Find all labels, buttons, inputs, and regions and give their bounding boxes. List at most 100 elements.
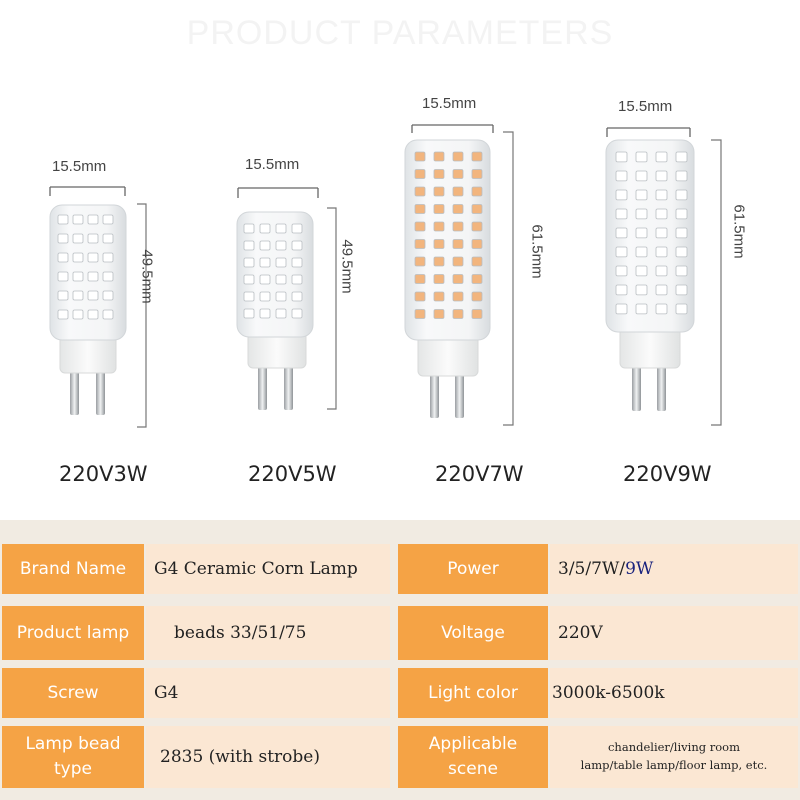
led-chip [635,265,648,277]
led-chip [414,204,426,214]
light-color-value: 3000k-6500k [550,668,798,718]
power-value-max: 9W [625,559,654,579]
led-chip [452,151,464,162]
brand-name-value: G4 Ceramic Corn Lamp [146,544,390,594]
led-chip [635,303,648,315]
screw-label: Screw [2,668,144,718]
led-chip [414,186,426,197]
power-value: 3/5/7W/9W [550,544,798,594]
led-chip [275,223,287,234]
bead-type-label: Lamp bead type [2,726,144,788]
led-chip [675,151,688,163]
led-chip [635,189,648,201]
led-chip [615,227,628,239]
led-chip [635,170,648,182]
led-chip [655,189,668,201]
led-chip [57,214,69,225]
led-chip [675,227,688,239]
led-chip [471,274,483,284]
lamp-7w-height: 61.5mm [528,224,546,279]
lamp-5w-height: 49.5mm [338,239,356,294]
led-chip [243,240,255,251]
led-chip [291,274,303,285]
led-chip [471,256,483,267]
lamp-3w-width: 15.5mm [52,158,107,175]
led-chip [635,227,648,239]
led-chip [635,151,648,163]
led-chip [675,246,688,258]
led-chip [615,284,628,296]
led-chip [471,151,483,162]
led-chip [102,309,114,320]
led-chip [259,308,271,319]
power-value-main: 3/5/7W/ [558,559,626,579]
led-chip [433,151,445,162]
led-chip [433,256,445,267]
led-chip [471,204,483,214]
led-chip [291,308,303,319]
led-chip [433,169,445,179]
led-chip [615,189,628,201]
led-chip [433,204,445,214]
led-chip [655,151,668,163]
screw-value: G4 [146,668,390,718]
led-chip [452,239,464,249]
led-chip [635,284,648,296]
led-chip [87,309,99,320]
led-chip [72,233,84,244]
led-chip [102,271,114,282]
led-chip [72,271,84,282]
led-chip [243,257,255,268]
applicable-scene-label: Applicable scene [398,726,548,788]
led-chip [87,214,99,225]
led-chip [655,303,668,315]
led-chip [414,274,426,284]
led-chip [452,204,464,214]
led-chip [655,227,668,239]
led-chip [452,186,464,197]
voltage-value: 220V [550,606,798,660]
lamp-3w-label: 220V3W [59,462,148,486]
led-chip [291,257,303,268]
led-chip [259,291,271,302]
light-color-label: Light color [398,668,548,718]
lamp-9w-label: 220V9W [623,462,712,486]
led-grid-3w [57,214,114,320]
led-chip [57,290,69,301]
led-chip [452,256,464,267]
led-chip [433,309,445,319]
led-chip [414,291,426,302]
led-chip [291,291,303,302]
led-chip [452,309,464,319]
led-chip [275,257,287,268]
led-chip [414,309,426,319]
led-grid-5w [243,223,303,319]
led-chip [655,208,668,220]
power-label: Power [398,544,548,594]
led-chip [57,309,69,320]
led-chip [87,290,99,301]
led-chip [72,214,84,225]
lamp-5w-label: 220V5W [248,462,337,486]
lamp-7w-width: 15.5mm [422,95,477,112]
led-chip [87,252,99,263]
led-chip [675,303,688,315]
led-chip [72,290,84,301]
lamp-9w-width: 15.5mm [618,98,673,115]
led-chip [87,233,99,244]
led-chip [243,274,255,285]
led-chip [433,221,445,232]
led-chip [291,223,303,234]
led-chip [57,233,69,244]
led-chip [259,240,271,251]
led-chip [57,252,69,263]
led-grid-7w [414,151,483,319]
led-chip [259,257,271,268]
led-chip [291,240,303,251]
led-chip [57,271,69,282]
led-chip [471,221,483,232]
led-chip [433,274,445,284]
led-chip [635,208,648,220]
led-chip [452,274,464,284]
led-chip [414,221,426,232]
